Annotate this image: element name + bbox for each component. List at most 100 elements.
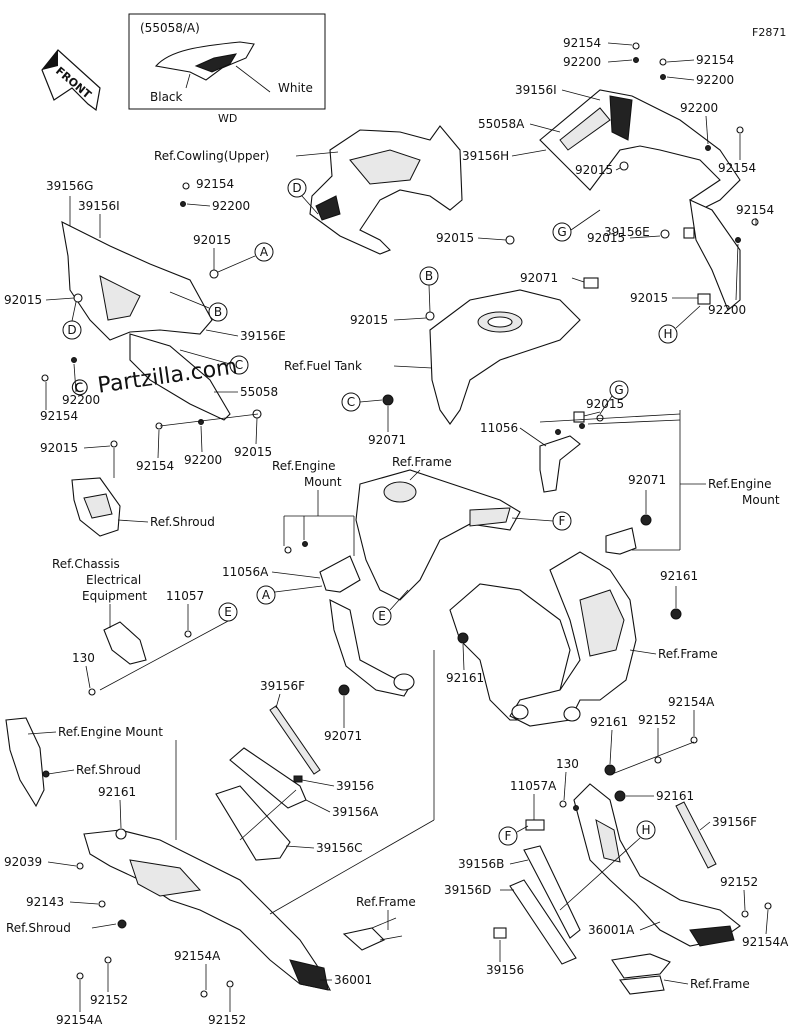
label-39156: 39156 <box>336 779 374 793</box>
callout-D2: D <box>62 320 82 340</box>
label-92200-f: 92200 <box>62 393 100 407</box>
svg-text:A: A <box>260 245 269 259</box>
label-92161-c: 92161 <box>98 785 136 799</box>
lower-cowling-right-group <box>493 736 772 965</box>
label-39156G: 39156G <box>46 179 93 193</box>
seal-strips-left-group <box>215 705 321 861</box>
label-39156E-b: 39156E <box>240 329 286 343</box>
inset-black-label: Black <box>150 90 183 104</box>
label-ref-engine-mount-b2: Mount <box>742 493 780 507</box>
label-92071-a: 92071 <box>520 271 558 285</box>
bracket-11057-part <box>88 619 231 696</box>
callout-C1: C <box>229 355 249 375</box>
svg-text:B: B <box>425 269 433 283</box>
label-92154A-c: 92154A <box>668 695 715 709</box>
label-92161-b: 92161 <box>660 569 698 583</box>
label-92071-b: 92071 <box>368 433 406 447</box>
svg-text:G: G <box>557 225 566 239</box>
callout-G2: G <box>609 380 629 400</box>
ref-frame-part-a <box>355 469 521 601</box>
label-92039: 92039 <box>4 855 42 869</box>
label-92143: 92143 <box>26 895 64 909</box>
svg-text:G: G <box>614 383 623 397</box>
label-39156I-a: 39156I <box>515 83 557 97</box>
label-92015-j: 92015 <box>586 397 624 411</box>
label-92154-c: 92154 <box>718 161 756 175</box>
svg-text:B: B <box>214 305 222 319</box>
label-ref-engine-mount-b1: Ref.Engine <box>708 477 771 491</box>
callout-F2: F <box>498 826 518 846</box>
label-92015-c: 92015 <box>630 291 668 305</box>
label-92161-e: 92161 <box>656 789 694 803</box>
label-36001A: 36001A <box>588 923 635 937</box>
label-39156B: 39156B <box>458 857 504 871</box>
label-ref-fuel-tank: Ref.Fuel Tank <box>284 359 362 373</box>
label-92152-d: 92152 <box>720 875 758 889</box>
bracket-11056A-part <box>284 541 415 697</box>
callout-A2: A <box>256 585 276 605</box>
callout-H1: H <box>658 324 678 344</box>
label-11057: 11057 <box>166 589 204 603</box>
label-92154-a: 92154 <box>563 36 601 50</box>
lower-cowling-left-group <box>5 717 331 998</box>
ref-fuel-tank-part <box>382 235 599 425</box>
ref-cowling-upper-part <box>309 125 463 255</box>
label-11057A: 11057A <box>510 779 557 793</box>
svg-text:E: E <box>224 605 232 619</box>
svg-text:A: A <box>262 588 271 602</box>
label-92154-e: 92154 <box>196 177 234 191</box>
label-92015-i: 92015 <box>350 313 388 327</box>
label-92015-h: 92015 <box>436 231 474 245</box>
callout-C2: C <box>341 392 361 412</box>
label-92152-a: 92152 <box>90 993 128 1007</box>
inset-title: (55058/A) <box>140 21 200 35</box>
label-39156E-upper-overlay: 39156E <box>604 225 650 239</box>
svg-text:C: C <box>235 358 243 372</box>
label-92200-e: 92200 <box>212 199 250 213</box>
svg-text:D: D <box>67 323 76 337</box>
label-ref-frame-c: Ref.Frame <box>356 895 416 909</box>
label-92154-d: 92154 <box>736 203 774 217</box>
callout-G1: G <box>552 222 572 242</box>
label-92015-e: 92015 <box>4 293 42 307</box>
figure-id: F2871 <box>752 26 786 39</box>
svg-text:F: F <box>559 514 566 528</box>
label-39156I-b: 39156I <box>78 199 120 213</box>
label-92015-f: 92015 <box>234 445 272 459</box>
label-92152-c: 92152 <box>638 713 676 727</box>
callout-D1: D <box>287 178 307 198</box>
label-ref-frame-d: Ref.Frame <box>690 977 750 991</box>
label-ref-engine-mount-a1: Ref.Engine <box>272 459 335 473</box>
svg-text:D: D <box>292 181 301 195</box>
label-92071-d: 92071 <box>324 729 362 743</box>
label-39156C: 39156C <box>316 841 363 855</box>
label-92200-d: 92200 <box>708 303 746 317</box>
label-39156E-a-text: 39156E <box>604 225 650 239</box>
label-130-a: 130 <box>72 651 95 665</box>
callout-F1: F <box>552 511 572 531</box>
label-ref-chassis-1: Ref.Chassis <box>52 557 120 571</box>
label-ref-shroud-c: Ref.Shroud <box>6 921 71 935</box>
front-arrow-icon: FRONT <box>41 49 101 112</box>
label-92015-g: 92015 <box>40 441 78 455</box>
ref-frame-part-b <box>449 551 682 727</box>
label-ref-frame-b: Ref.Frame <box>658 647 718 661</box>
label-11056: 11056 <box>480 421 518 435</box>
label-92154A-b: 92154A <box>56 1013 103 1027</box>
label-39156F-b: 39156F <box>712 815 757 829</box>
label-11056A: 11056A <box>222 565 269 579</box>
label-92200-g: 92200 <box>184 453 222 467</box>
inset-caption: WD <box>218 112 237 125</box>
svg-text:H: H <box>641 823 650 837</box>
label-36001: 36001 <box>334 973 372 987</box>
label-ref-engine-mount-c: Ref.Engine Mount <box>58 725 163 739</box>
callout-E1: E <box>372 606 392 626</box>
label-92161-d: 92161 <box>590 715 628 729</box>
label-92154A-a: 92154A <box>174 949 221 963</box>
label-ref-shroud-b: Ref.Shroud <box>76 763 141 777</box>
svg-text:F: F <box>505 829 512 843</box>
label-55058: 55058 <box>240 385 278 399</box>
label-ref-shroud-a: Ref.Shroud <box>150 515 215 529</box>
label-39156D: 39156D <box>444 883 491 897</box>
label-92015-d: 92015 <box>193 233 231 247</box>
